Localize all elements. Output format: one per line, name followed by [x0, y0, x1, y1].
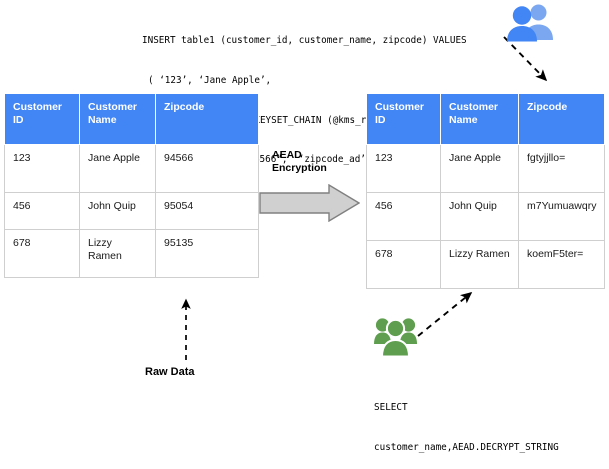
insert-line-1: INSERT table1 (customer_id, customer_nam…: [142, 35, 467, 47]
cell-customer-name: John Quip: [79, 192, 156, 230]
cell-customer-id: 456: [366, 192, 441, 241]
select-statement: SELECT customer_name,AEAD.DECRYPT_STRING…: [374, 375, 559, 469]
cell-customer-id: 678: [366, 240, 441, 289]
cell-zipcode: 94566: [155, 144, 259, 193]
table-row: 678 Lizzy Ramen 95135: [4, 229, 259, 278]
insert-line-2: ( ‘123’, ‘Jane Apple’,: [148, 75, 272, 87]
cell-zipcode: koemF5ter=: [518, 240, 605, 289]
insert-flow-connector: [503, 36, 548, 82]
cell-zipcode: 95054: [155, 192, 259, 230]
aead-encryption-arrow: [259, 184, 360, 222]
cell-customer-id: 678: [4, 229, 80, 278]
raw-data-label: Raw Data: [145, 366, 195, 378]
people-group-icon: [507, 4, 553, 42]
cell-zipcode: 95135: [155, 229, 259, 278]
table-row: 456 John Quip 95054: [4, 192, 259, 230]
cell-customer-id: 123: [366, 144, 441, 193]
people-group-icon: [374, 318, 417, 357]
cell-customer-name: John Quip: [440, 192, 519, 241]
table-row: 123 Jane Apple 94566: [4, 144, 259, 193]
select-flow-connector: [417, 292, 473, 337]
encrypted-table: Customer ID Customer Name Zipcode 123 Ja…: [366, 93, 605, 289]
column-header-customer-name: Customer Name: [79, 93, 156, 145]
select-line-2: customer_name,AEAD.DECRYPT_STRING: [374, 442, 559, 454]
table-header-row: Customer ID Customer Name Zipcode: [4, 93, 259, 145]
table-row: 678 Lizzy Ramen koemF5ter=: [366, 240, 605, 289]
table-row: 456 John Quip m7Yumuawqry: [366, 192, 605, 241]
cell-customer-name: Lizzy Ramen: [440, 240, 519, 289]
cell-customer-id: 123: [4, 144, 80, 193]
column-header-zipcode: Zipcode: [155, 93, 259, 145]
cell-customer-name: Jane Apple: [440, 144, 519, 193]
cell-customer-name: Lizzy Ramen: [79, 229, 156, 278]
table-row: 123 Jane Apple fgtyjjllo=: [366, 144, 605, 193]
cell-zipcode: fgtyjjllo=: [518, 144, 605, 193]
column-header-zipcode: Zipcode: [518, 93, 605, 145]
column-header-customer-id: Customer ID: [366, 93, 441, 145]
aead-encryption-label: AEAD Encryption: [272, 149, 327, 174]
plaintext-table: Customer ID Customer Name Zipcode 123 Ja…: [4, 93, 259, 278]
table-header-row: Customer ID Customer Name Zipcode: [366, 93, 605, 145]
select-line-1: SELECT: [374, 402, 408, 414]
column-header-customer-id: Customer ID: [4, 93, 80, 145]
block-arrow-shape: [259, 184, 360, 222]
column-header-customer-name: Customer Name: [440, 93, 519, 145]
cell-zipcode: m7Yumuawqry: [518, 192, 605, 241]
cell-customer-id: 456: [4, 192, 80, 230]
cell-customer-name: Jane Apple: [79, 144, 156, 193]
